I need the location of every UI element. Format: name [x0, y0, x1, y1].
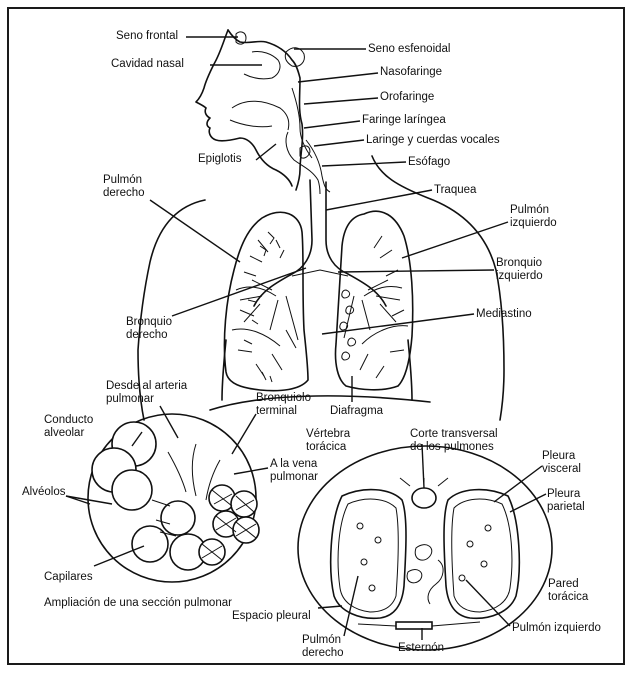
label-cavidad-nasal: Cavidad nasal: [111, 58, 184, 71]
label-mediastino: Mediastino: [476, 308, 532, 321]
lung-cross-section: [298, 446, 552, 650]
trachea-bronchi: [240, 180, 400, 340]
capillary-cluster: [199, 485, 259, 565]
label-seno-frontal: Seno frontal: [116, 30, 178, 43]
label-capilares: Capilares: [44, 571, 93, 584]
label-seno-esfenoidal: Seno esfenoidal: [368, 43, 450, 56]
label-pulmon-izquierdo-corte: Pulmón izquierdo: [512, 622, 601, 635]
head-profile: [196, 30, 330, 194]
right-lung: [224, 212, 308, 390]
label-orofaringe: Orofaringe: [380, 91, 434, 104]
label-faringe-laringea: Faringe laríngea: [362, 114, 446, 127]
label-ampliacion: Ampliación de una sección pulmonar: [44, 597, 232, 610]
left-lung: [335, 211, 412, 390]
label-diafragma: Diafragma: [330, 405, 383, 418]
label-alveolos: Alvéolos: [22, 486, 65, 499]
label-laringe: Laringe y cuerdas vocales: [366, 134, 500, 147]
label-espacio-pleural: Espacio pleural: [232, 610, 311, 623]
label-esternon: Esternón: [398, 642, 444, 655]
label-traquea: Traquea: [434, 184, 476, 197]
label-epiglotis: Epiglotis: [198, 153, 241, 166]
alveoli-enlargement: [88, 414, 259, 582]
label-nasofaringe: Nasofaringe: [380, 66, 442, 79]
label-esofago: Esófago: [408, 156, 450, 169]
